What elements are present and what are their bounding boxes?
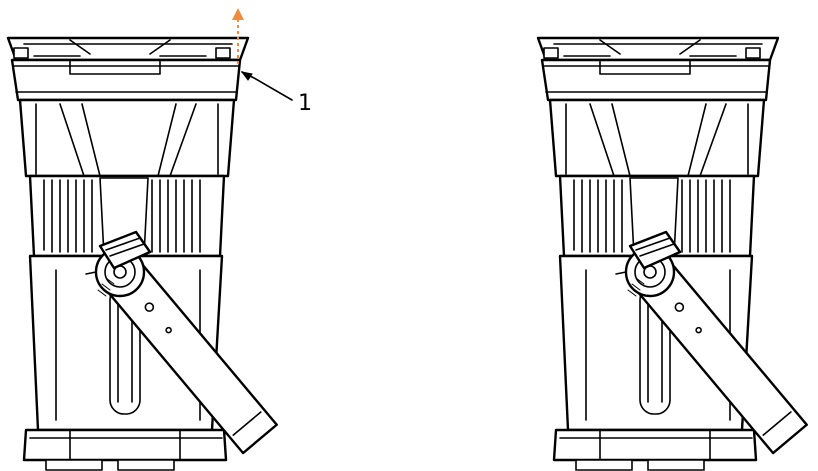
removal-arrow xyxy=(232,8,244,64)
callout-number: 1 xyxy=(298,91,312,116)
fixture-right xyxy=(536,36,808,471)
callout-1: 1 xyxy=(240,71,312,116)
fixture-left xyxy=(6,36,278,471)
